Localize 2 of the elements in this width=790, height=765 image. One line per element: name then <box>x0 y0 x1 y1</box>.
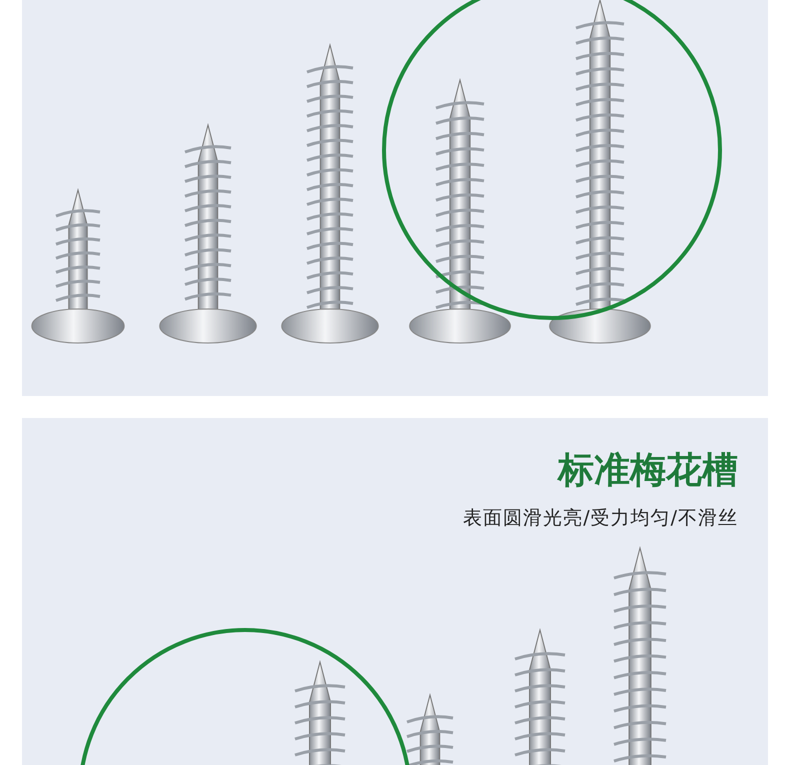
subheading: 表面圆滑光亮/受力均匀/不滑丝 <box>463 506 738 531</box>
heading: 标准梅花槽 <box>558 449 738 493</box>
